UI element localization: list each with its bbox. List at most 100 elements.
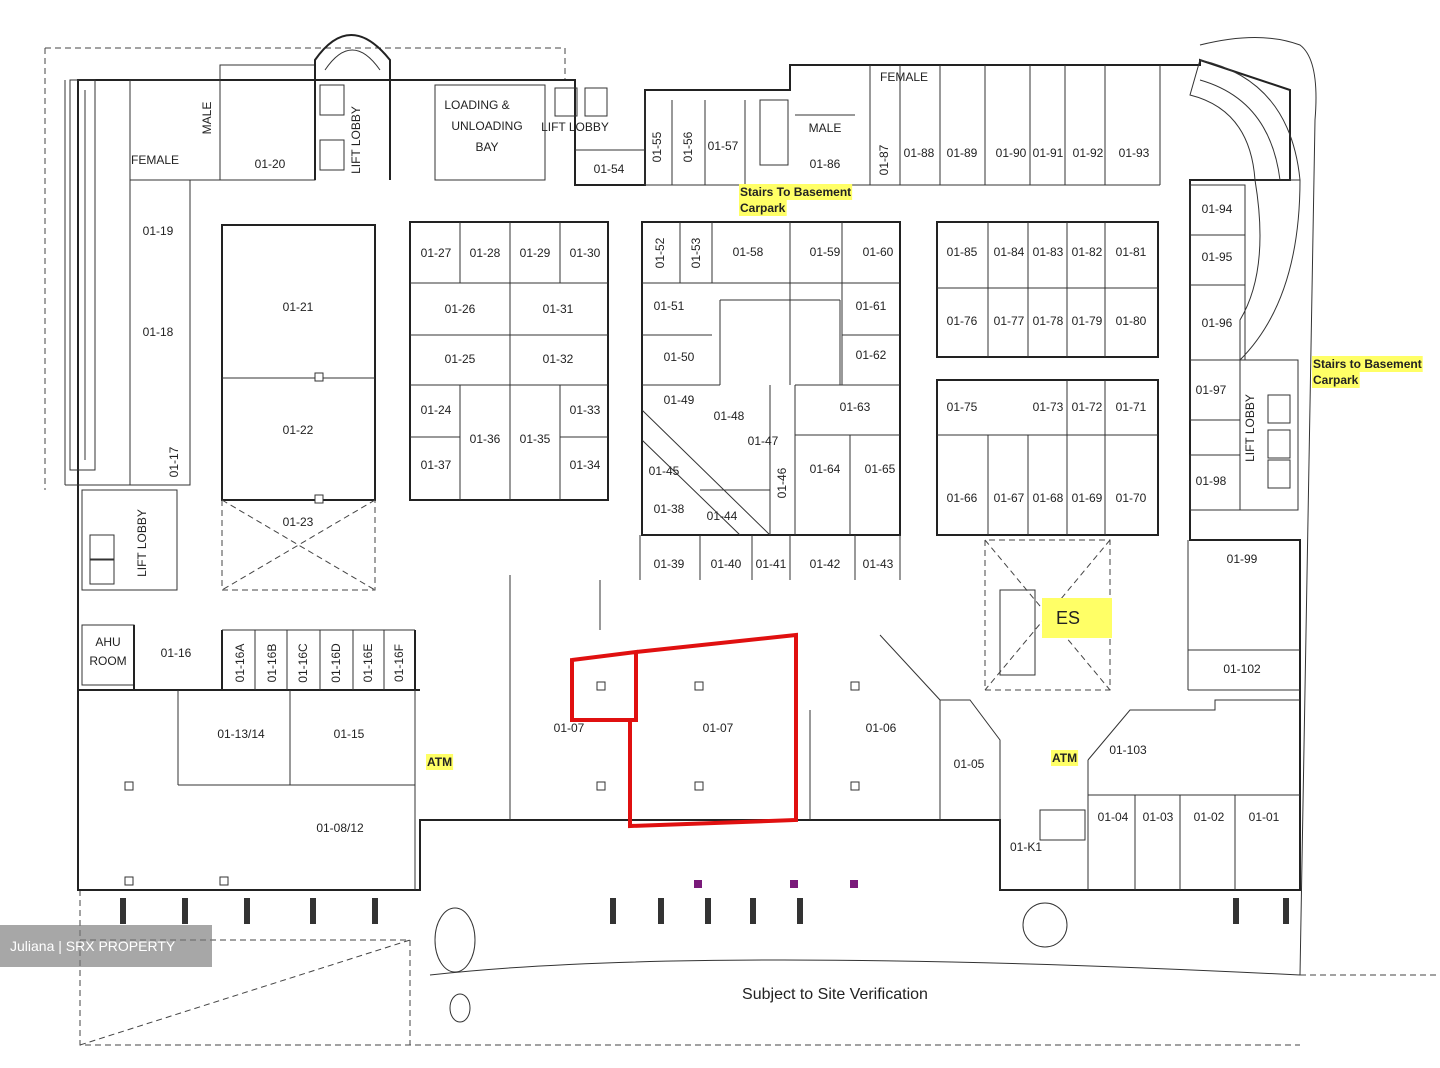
unit-label-01-45: 01-45 bbox=[649, 464, 680, 478]
ramp-left bbox=[69, 79, 96, 471]
unit-01-98-box bbox=[1189, 454, 1241, 511]
room-label: LIFT LOBBY bbox=[1243, 394, 1257, 462]
top-units-grid-right bbox=[790, 65, 1161, 186]
room-label: LOADING & bbox=[444, 98, 509, 112]
car-stops bbox=[120, 898, 1289, 924]
room-label: LIFT LOBBY bbox=[349, 106, 363, 174]
unit-label-01-49: 01-49 bbox=[664, 393, 695, 407]
escalator bbox=[999, 589, 1036, 676]
unit-label-01-79: 01-79 bbox=[1072, 314, 1103, 328]
unit-label-01-94: 01-94 bbox=[1202, 202, 1233, 216]
top-units-grid bbox=[575, 100, 790, 186]
unit-label-01-23: 01-23 bbox=[283, 515, 314, 529]
unit-label-01-67: 01-67 bbox=[994, 491, 1025, 505]
unit-label-01-62: 01-62 bbox=[856, 348, 887, 362]
unit-label-01-16: 01-16 bbox=[161, 646, 192, 660]
room-label: UNLOADING bbox=[451, 119, 522, 133]
unit-01-k1 bbox=[999, 809, 1086, 890]
unit-label-01-75: 01-75 bbox=[947, 400, 978, 414]
unit-label-01-18: 01-18 bbox=[143, 325, 174, 339]
lift-shaft bbox=[89, 559, 115, 585]
highlight-label: ATM bbox=[1052, 751, 1077, 765]
highlight-background bbox=[1312, 356, 1423, 372]
unit-label-01-04: 01-04 bbox=[1098, 810, 1129, 824]
room-label: ROOM bbox=[89, 654, 126, 668]
unit-label-01-71: 01-71 bbox=[1116, 400, 1147, 414]
block-21-22 bbox=[221, 224, 376, 501]
highlight-background bbox=[1051, 750, 1079, 766]
central-lower bbox=[509, 575, 1001, 820]
unit-label-01-68: 01-68 bbox=[1033, 491, 1064, 505]
lift-lobby-top bbox=[314, 34, 391, 180]
unit-label-01-35: 01-35 bbox=[520, 432, 551, 446]
room-label: FEMALE bbox=[131, 153, 179, 167]
unit-label-01-16F: 01-16F bbox=[392, 644, 406, 682]
left-lift-lobby bbox=[81, 489, 178, 591]
stairs-basement bbox=[759, 99, 789, 166]
unit-label-01-51: 01-51 bbox=[654, 299, 685, 313]
unit-labels: 01-2001-1901-1801-1701-2101-2201-2301-27… bbox=[143, 131, 1280, 854]
unit-label-01-83: 01-83 bbox=[1033, 245, 1064, 259]
right-units-grid bbox=[1190, 234, 1245, 286]
unit-label-01-13-14: 01-13/14 bbox=[217, 727, 265, 741]
unit-label-01-44: 01-44 bbox=[707, 509, 738, 523]
unit-label-01-07: 01-07 bbox=[703, 721, 734, 735]
unit-label-01-77: 01-77 bbox=[994, 314, 1025, 328]
unit-label-01-34: 01-34 bbox=[570, 458, 601, 472]
unit-label-01-01: 01-01 bbox=[1249, 810, 1280, 824]
unit-label-01-96: 01-96 bbox=[1202, 316, 1233, 330]
unit-label-01-66: 01-66 bbox=[947, 491, 978, 505]
unit-label-01-73: 01-73 bbox=[1033, 400, 1064, 414]
unit-label-01-54: 01-54 bbox=[594, 162, 625, 176]
unit-label-01-16E: 01-16E bbox=[361, 644, 375, 683]
loading-bay bbox=[434, 84, 546, 181]
unit-label-01-95: 01-95 bbox=[1202, 250, 1233, 264]
unit-label-01-08-12: 01-08/12 bbox=[316, 821, 364, 835]
site-boundary bbox=[44, 47, 1440, 1046]
block-66-85-grid bbox=[937, 222, 1158, 357]
unit-label-01-53: 01-53 bbox=[689, 237, 703, 268]
left-corridor-wall bbox=[64, 80, 191, 486]
unit-label-01-57: 01-57 bbox=[708, 139, 739, 153]
block-24-37-grid bbox=[410, 222, 608, 500]
block-38-65 bbox=[641, 221, 901, 536]
unit-label-01-90: 01-90 bbox=[996, 146, 1027, 160]
block-66-75-grid bbox=[937, 380, 1158, 535]
unit-label-01-17: 01-17 bbox=[167, 446, 181, 477]
right-lift-lobby bbox=[1239, 359, 1299, 511]
escalator-void bbox=[984, 539, 1111, 691]
highlight-label: Carpark bbox=[740, 201, 786, 215]
unit-label-01-16C: 01-16C bbox=[296, 643, 310, 683]
unit-label-01-20: 01-20 bbox=[255, 157, 286, 171]
unit-label-01-26: 01-26 bbox=[445, 302, 476, 316]
unit-label-01-102: 01-102 bbox=[1223, 662, 1261, 676]
unit-label-01-19: 01-19 bbox=[143, 224, 174, 238]
lift-shaft bbox=[319, 139, 345, 171]
units-16-grid bbox=[222, 629, 415, 690]
unit-label-01-16A: 01-16A bbox=[233, 644, 247, 683]
unit-label-01-52: 01-52 bbox=[653, 237, 667, 268]
unit-label-01-31: 01-31 bbox=[543, 302, 574, 316]
lift-shaft bbox=[554, 87, 578, 117]
unit-label-01-72: 01-72 bbox=[1072, 400, 1103, 414]
subject-unit-outline bbox=[570, 632, 798, 829]
unit-label-01-81: 01-81 bbox=[1116, 245, 1147, 259]
unit-label-01-06: 01-06 bbox=[866, 721, 897, 735]
unit-label-01-42: 01-42 bbox=[810, 557, 841, 571]
site-boundary-curve bbox=[429, 37, 1317, 976]
lift-shaft bbox=[1267, 459, 1291, 489]
unit-label-01-84: 01-84 bbox=[994, 245, 1025, 259]
escalator-label: ES bbox=[1042, 598, 1112, 638]
unit-label-01-99: 01-99 bbox=[1227, 552, 1258, 566]
unit-label-01-K1: 01-K1 bbox=[1010, 840, 1042, 854]
unit-label-01-56: 01-56 bbox=[681, 131, 695, 162]
unit-label-01-50: 01-50 bbox=[664, 350, 695, 364]
unit-label-01-89: 01-89 bbox=[947, 146, 978, 160]
highlight-label: ATM bbox=[427, 755, 452, 769]
lift-shaft bbox=[584, 87, 608, 117]
unit-label-01-25: 01-25 bbox=[445, 352, 476, 366]
unit-label-01-40: 01-40 bbox=[711, 557, 742, 571]
unit-label-01-29: 01-29 bbox=[520, 246, 551, 260]
unit-label-01-02: 01-02 bbox=[1194, 810, 1225, 824]
